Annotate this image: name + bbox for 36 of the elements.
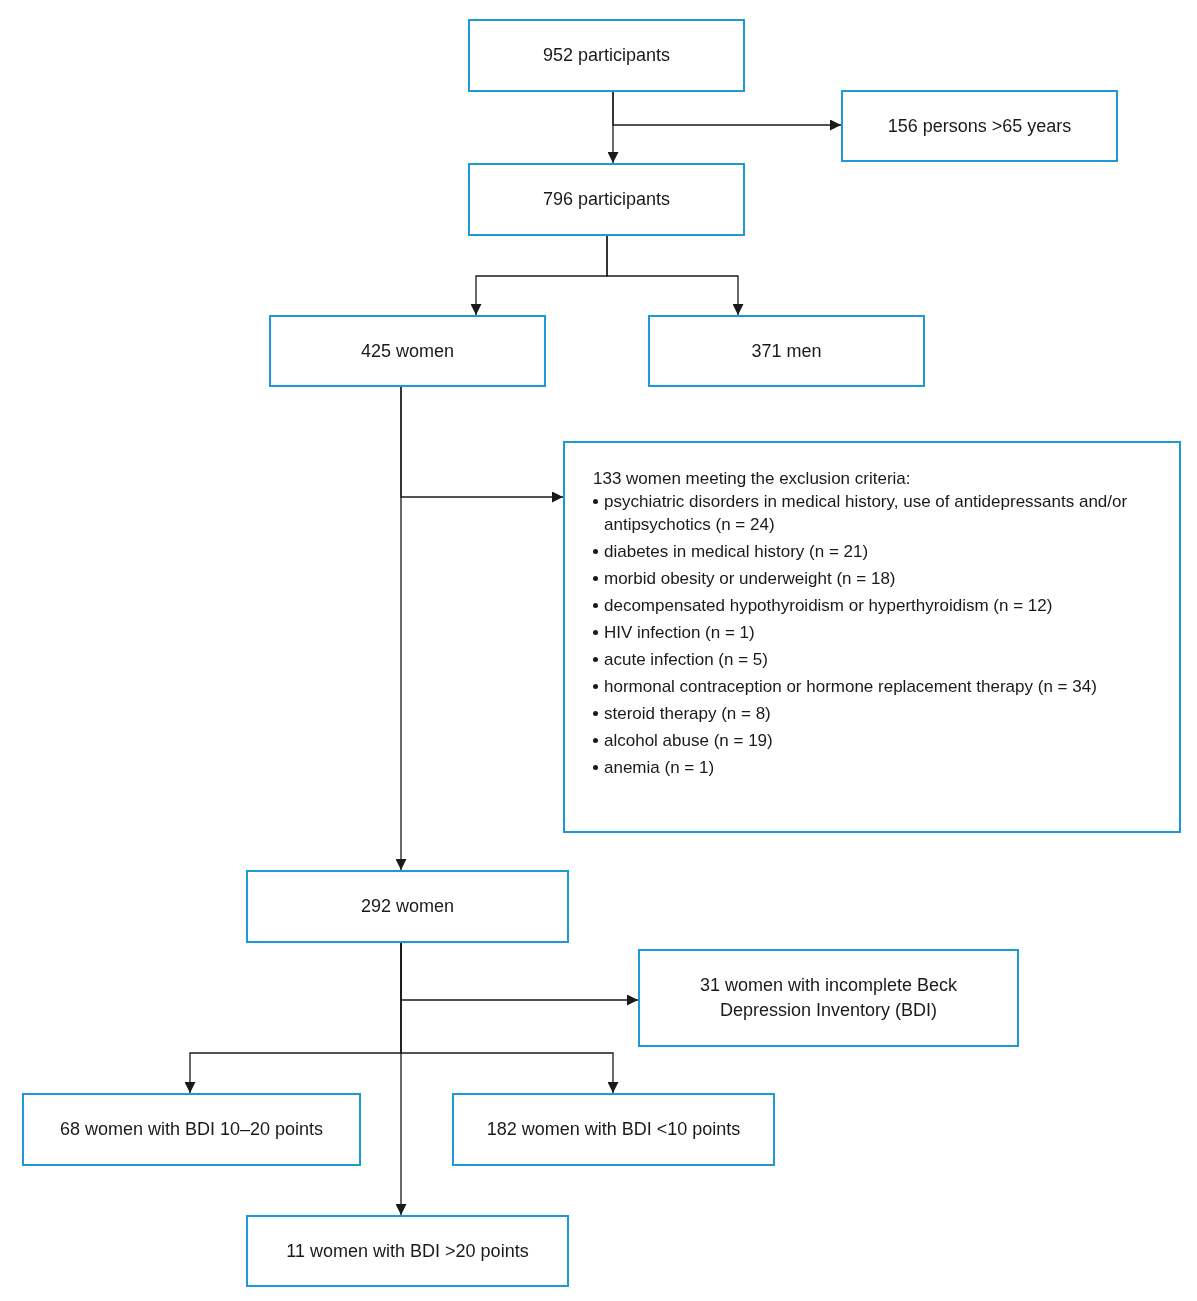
criterion-text: anemia (n = 1) — [604, 757, 715, 779]
process-box — [246, 870, 569, 943]
arrow — [395, 386, 407, 871]
criterion-text: acute infection (n = 5) — [604, 649, 768, 671]
box-label: 292 women — [360, 895, 455, 918]
box-label: 952 participants — [542, 44, 671, 67]
arrow — [612, 91, 842, 131]
criterion-text: morbid obesity or underweight (n = 18) — [604, 568, 896, 590]
process-box — [452, 1093, 775, 1166]
box-label: 68 women with BDI 10–20 points — [59, 1118, 324, 1141]
process-box — [246, 1215, 569, 1287]
arrow — [606, 235, 744, 316]
arrow — [395, 942, 407, 1216]
box-label: 182 women with BDI <10 points — [486, 1118, 741, 1141]
process-box — [22, 1093, 361, 1166]
criterion-text: alcohol abuse (n = 19) — [604, 730, 773, 752]
box-label: 425 women — [360, 339, 455, 363]
box-label: 156 persons >65 years — [887, 114, 1072, 138]
process-box — [468, 163, 745, 236]
box-label: 31 women with incomplete Beck Depression Inventory (BDI) — [698, 974, 959, 1022]
process-box — [648, 315, 925, 387]
process-box — [638, 949, 1019, 1047]
criterion-text: psychiatric disorders in medical history, use of antidepressants and/or antipsychotics (n = 24) — [604, 491, 1129, 536]
criterion-text: decompensated hypothyroidism or hyperthyroidism (n = 12) — [604, 595, 1053, 617]
box-label: 796 participants — [542, 188, 671, 211]
criterion-text: diabetes in medical history (n = 21) — [604, 541, 869, 563]
box-heading: 133 women meeting the exclusion criteria: — [593, 468, 911, 490]
criterion-text: HIV infection (n = 1) — [604, 622, 755, 644]
criterion-text: hormonal contraception or hormone replacement therapy (n = 34) — [604, 676, 1097, 698]
box-label: 11 women with BDI >20 points — [286, 1239, 529, 1263]
exclusion-criteria-box — [563, 441, 1181, 833]
process-box — [269, 315, 546, 387]
box-label: 371 men — [751, 339, 822, 363]
process-box — [841, 90, 1118, 162]
process-box — [468, 19, 745, 92]
criterion-text: steroid therapy (n = 8) — [604, 703, 771, 725]
